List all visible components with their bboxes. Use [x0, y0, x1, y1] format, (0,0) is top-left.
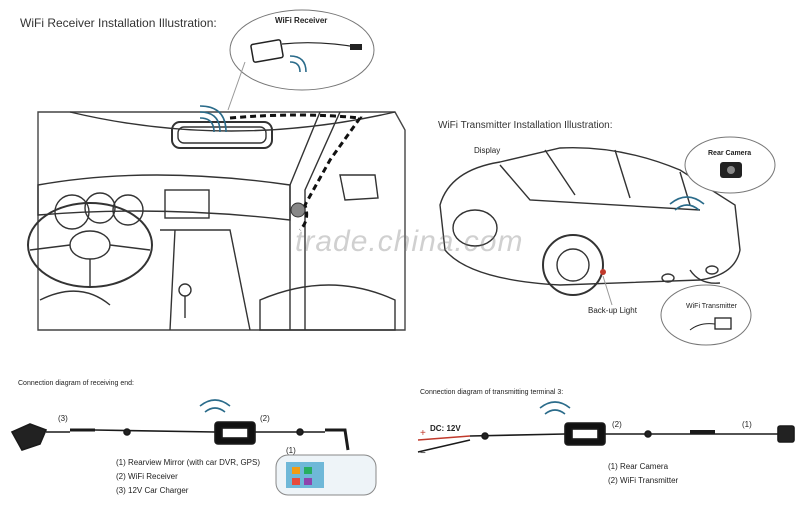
- transmitter-title: WiFi Transmitter Installation Illustrati…: [438, 120, 613, 131]
- cable-route: [229, 113, 363, 232]
- receiving-label-3: (3): [58, 414, 68, 423]
- display-label: Display: [474, 146, 501, 155]
- wifi-transmitter-label: WiFi Transmitter: [686, 303, 737, 310]
- receiving-wiring: [10, 421, 350, 451]
- transmitting-legend-1: (1) Rear Camera: [608, 462, 669, 471]
- receiver-title: WiFi Receiver Installation Illustration:: [20, 16, 217, 30]
- receiving-legend-2: (2) WiFi Receiver: [116, 472, 178, 481]
- receiving-legend-3: (3) 12V Car Charger: [116, 486, 189, 495]
- receiving-heading: Connection diagram of receiving end:: [18, 380, 134, 387]
- transmitting-legend-2: (2) WiFi Transmitter: [608, 476, 679, 485]
- backup-light-label: Back-up Light: [588, 306, 637, 315]
- receiving-label-1: (1): [286, 446, 296, 455]
- receiving-label-2: (2): [260, 414, 270, 423]
- wifi-icon: [199, 55, 705, 415]
- transmitting-wiring: [417, 422, 795, 453]
- watermark: trade.china.com: [295, 225, 524, 258]
- transmitting-label-1: (1): [742, 420, 752, 429]
- dc-minus: −: [420, 448, 426, 459]
- car-interior-illustration: [27, 111, 406, 331]
- transmitting-heading: Connection diagram of transmitting termi…: [420, 389, 564, 396]
- transmitting-label-2: (2): [612, 420, 622, 429]
- wifi-receiver-label: WiFi Receiver: [275, 16, 328, 25]
- receiving-legend-1: (1) Rearview Mirror (with car DVR, GPS): [116, 458, 261, 467]
- rear-camera-label: Rear Camera: [708, 150, 752, 157]
- dc-voltage-label: DC: 12V: [430, 424, 461, 433]
- dc-plus: +: [420, 428, 426, 439]
